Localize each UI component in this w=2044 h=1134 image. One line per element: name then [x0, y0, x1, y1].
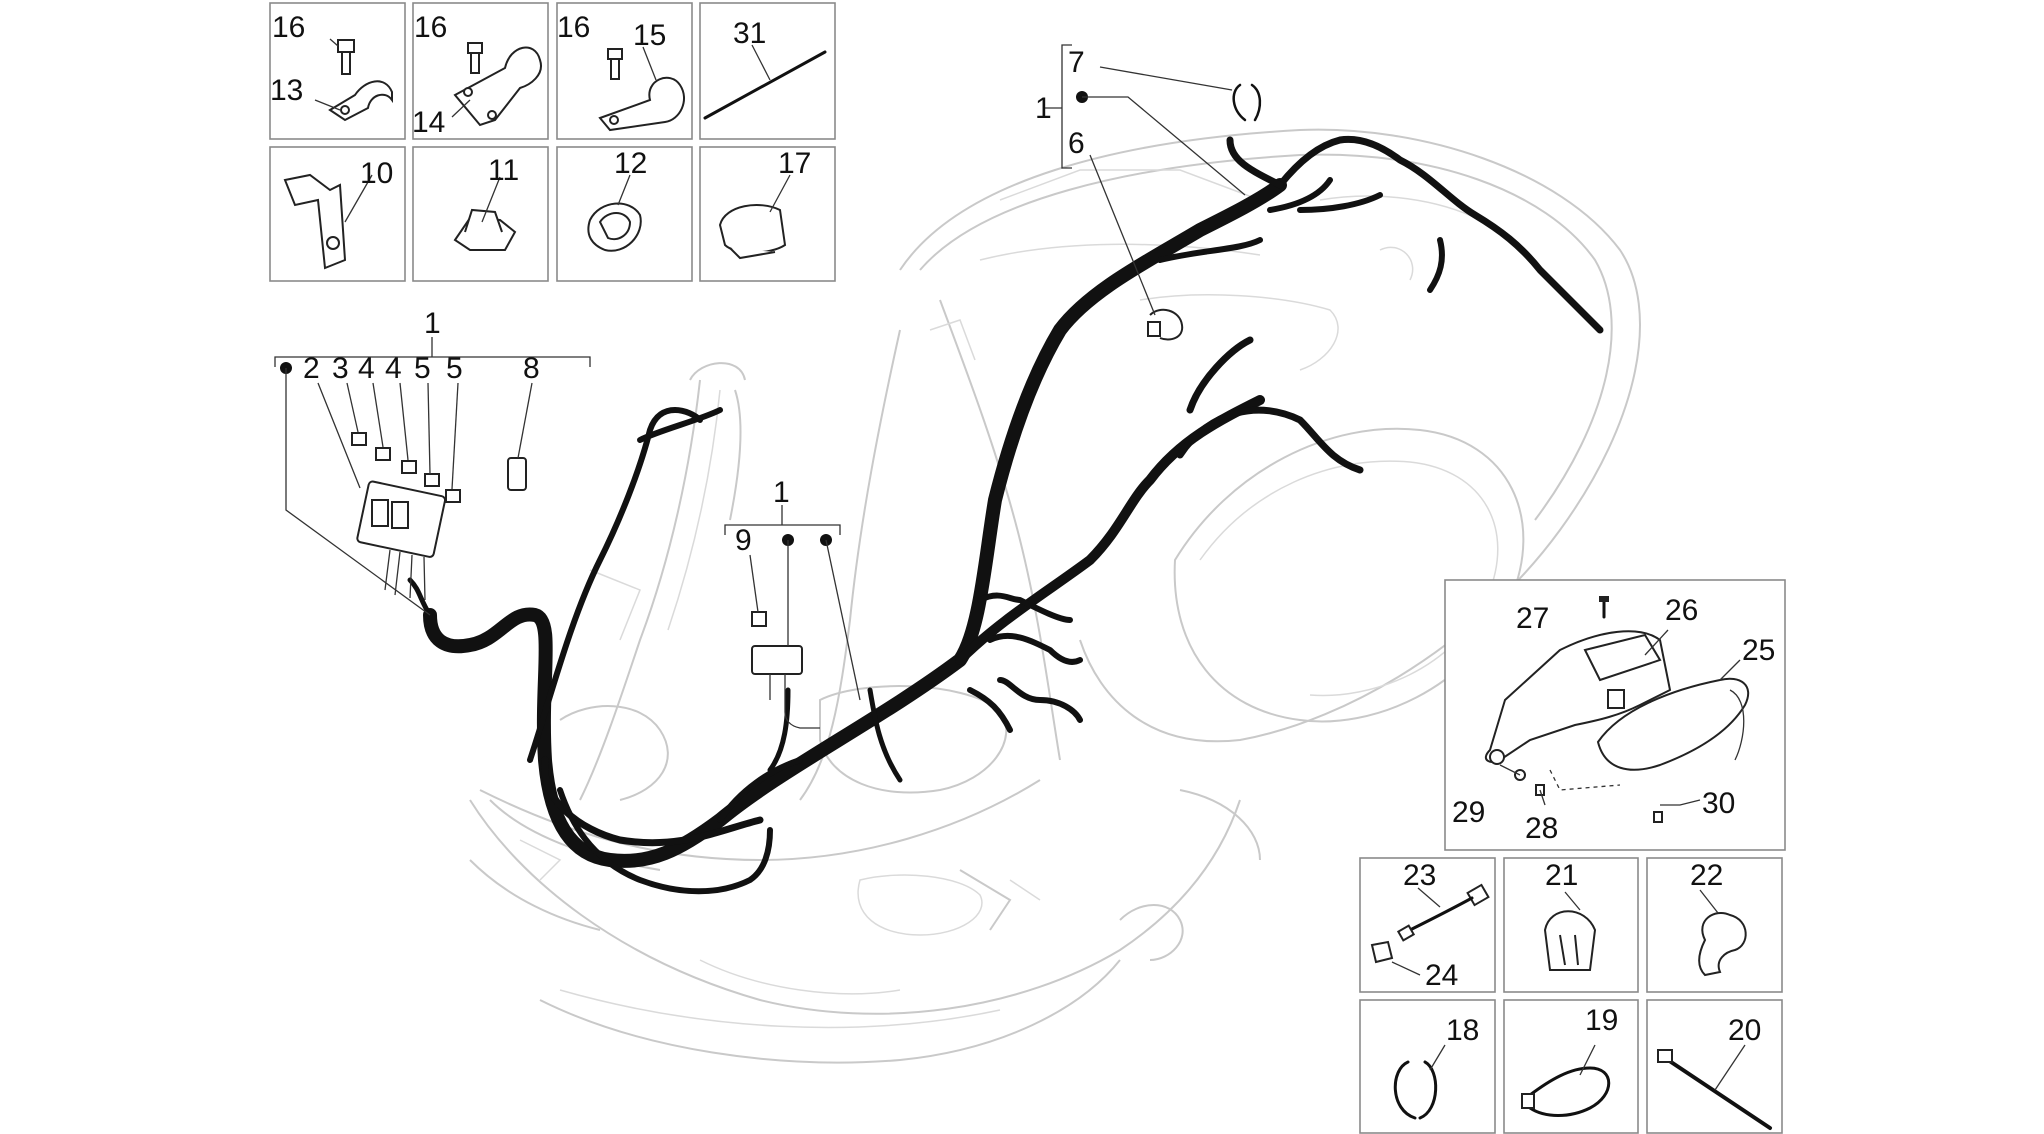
label-22: 22 [1690, 859, 1723, 892]
sensor-23-icon [1370, 883, 1490, 976]
fuse-holder-group-middle [751, 611, 820, 729]
label-3: 3 [332, 352, 349, 385]
label-11: 11 [488, 154, 519, 187]
label-9: 9 [735, 524, 752, 557]
label-2: 2 [303, 352, 320, 385]
label-16: 16 [414, 11, 447, 44]
label-31: 31 [733, 17, 766, 50]
label-12: 12 [614, 147, 647, 180]
group-bracket-left [274, 337, 591, 616]
label-28: 28 [1525, 812, 1558, 845]
label-18: 18 [1446, 1014, 1479, 1047]
group-bracket-middle [724, 505, 861, 701]
label-16: 16 [272, 11, 305, 44]
label-20: 20 [1728, 1014, 1761, 1047]
label-5: 5 [414, 352, 431, 385]
label-29: 29 [1452, 796, 1485, 829]
label-26: 26 [1665, 594, 1698, 627]
cable-clip-6 [1147, 308, 1184, 341]
label-1: 1 [1035, 92, 1052, 125]
label-5: 5 [446, 352, 463, 385]
label-15: 15 [633, 19, 666, 52]
label-23: 23 [1403, 859, 1436, 892]
cable-tie-31-icon [703, 44, 827, 120]
part-number-labels: 16 13 16 14 16 15 31 10 11 12 17 1 2 3 4… [270, 11, 1775, 1047]
cable-tie-19-icon [1521, 1044, 1611, 1117]
main-wiring-harness [407, 135, 1604, 895]
clamp-bracket-15-icon [598, 46, 685, 132]
label-6: 6 [1068, 127, 1085, 160]
cable-tie-20-icon [1657, 1044, 1772, 1130]
label-30: 30 [1702, 787, 1735, 820]
clip-22-icon [1698, 889, 1747, 977]
label-17: 17 [778, 147, 811, 180]
fuse-box-group-left [351, 432, 527, 601]
clip-17-icon [718, 174, 791, 260]
label-25: 25 [1742, 634, 1775, 667]
clip-12-icon [587, 174, 642, 252]
clip-11-icon [453, 176, 517, 251]
clamp-7 [1232, 83, 1262, 122]
label-21: 21 [1545, 859, 1578, 892]
fuse-icon [351, 432, 461, 503]
label-1: 1 [424, 307, 441, 340]
side-stand-box [1444, 579, 1786, 851]
label-13: 13 [270, 74, 303, 107]
label-10: 10 [360, 157, 393, 190]
label-24: 24 [1425, 959, 1458, 992]
clamp-bracket-13-icon [314, 38, 393, 122]
bracket-10-icon [283, 173, 373, 270]
label-4: 4 [385, 352, 402, 385]
label-16: 16 [557, 11, 590, 44]
clip-21-icon [1543, 891, 1597, 971]
label-19: 19 [1585, 1004, 1618, 1037]
label-14: 14 [412, 106, 445, 139]
scooter-frame-outline [469, 128, 1641, 1064]
group-bracket-top [1045, 44, 1246, 316]
label-8: 8 [523, 352, 540, 385]
label-27: 27 [1516, 602, 1549, 635]
label-4: 4 [358, 352, 375, 385]
clamp-bracket-14-icon [451, 42, 542, 127]
label-7: 7 [1068, 46, 1085, 79]
label-1: 1 [773, 476, 790, 509]
parts-grid-bottom-right [1359, 857, 1783, 1134]
parts-grid-top-left [269, 2, 836, 282]
clamp-18-icon [1393, 1044, 1446, 1120]
